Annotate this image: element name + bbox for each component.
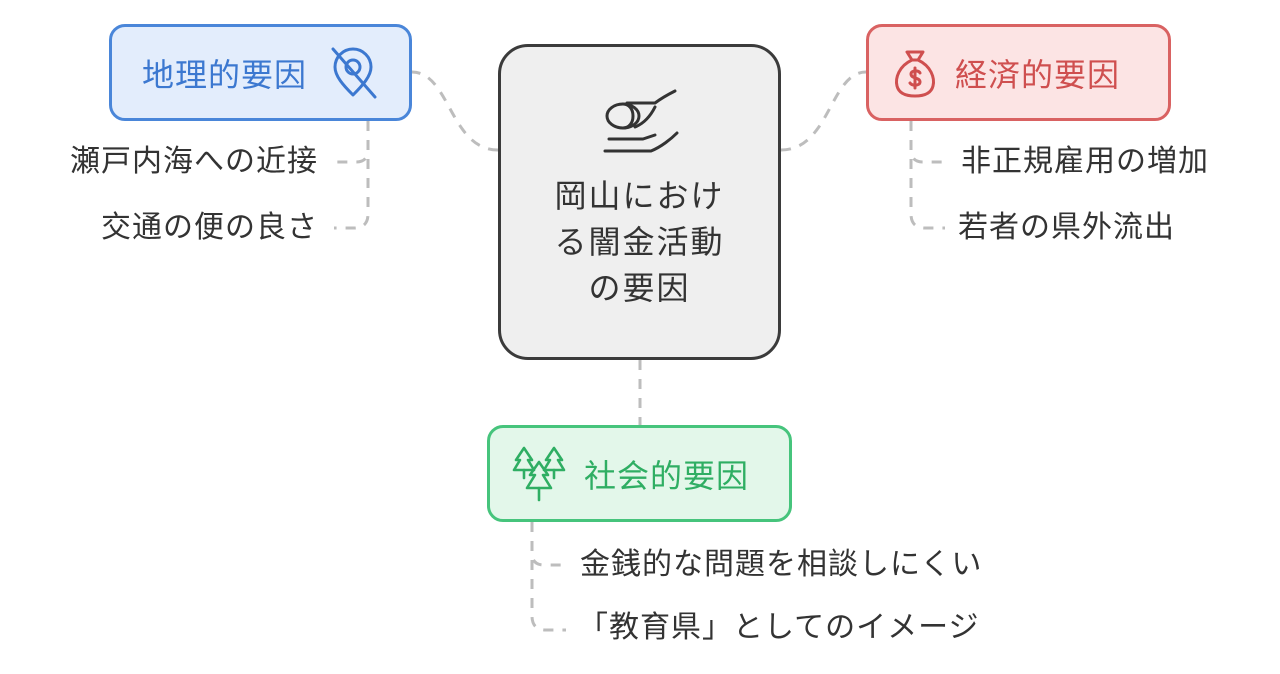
connector-soc-item-1: [530, 522, 566, 567]
social-factor-node[interactable]: 社会的要因: [487, 425, 792, 522]
social-factor-title: 社会的要因: [584, 456, 750, 495]
geographic-factor-node[interactable]: 地理的要因: [109, 24, 412, 121]
central-topic-node[interactable]: 岡山における闇金活動の要因: [498, 44, 781, 360]
hand-holding-coin-icon: [603, 89, 678, 153]
connector-geo-item-2: [334, 121, 370, 230]
economic-factor-node[interactable]: 経済的要因: [866, 24, 1171, 121]
connector-soc-item-2: [530, 522, 566, 632]
trees-icon: [512, 446, 566, 501]
connector-center-geographic: [411, 70, 499, 152]
connector-eco-item-2: [909, 121, 945, 230]
economic-item-2: 若者の県外流出: [958, 210, 1175, 245]
economic-item-1: 非正規雇用の増加: [961, 144, 1209, 179]
money-bag-icon: [895, 50, 935, 97]
social-item-1: 金銭的な問題を相談しにくい: [580, 547, 983, 582]
geographic-item-1: 瀬戸内海への近接: [70, 144, 318, 179]
central-topic-title: 岡山における闇金活動の要因: [554, 177, 725, 307]
economic-factor-title: 経済的要因: [955, 55, 1121, 94]
social-item-2: 「教育県」としてのイメージ: [578, 610, 980, 645]
connector-eco-item-1: [909, 121, 945, 164]
geographic-factor-title: 地理的要因: [142, 55, 308, 94]
connector-geo-item-1: [334, 121, 370, 164]
geographic-item-2: 交通の便の良さ: [101, 210, 318, 245]
location-off-icon: [331, 47, 377, 98]
connector-center-economic: [780, 70, 867, 152]
